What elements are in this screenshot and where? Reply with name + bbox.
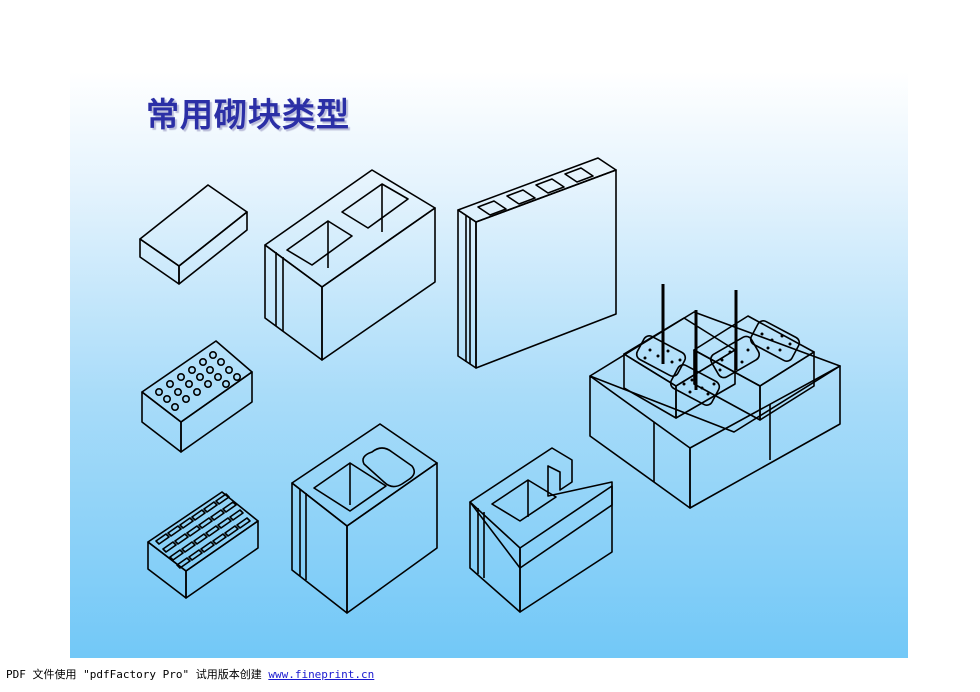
solid-brick-icon — [139, 184, 248, 285]
slide-title: 常用砌块类型 — [146, 95, 350, 134]
footer-text: PDF 文件使用 "pdfFactory Pro" 试用版本创建 — [6, 668, 262, 681]
multi-cell-partition-block-icon — [457, 157, 617, 369]
two-cell-hollow-block-icon — [264, 169, 436, 361]
pdf-watermark-footer: PDF 文件使用 "pdfFactory Pro" 试用版本创建 www.fin… — [6, 666, 374, 682]
fineprint-link[interactable]: www.fineprint.cn — [268, 668, 375, 681]
corner-hollow-block-icon — [291, 423, 438, 614]
reinforced-block-wall-icon — [589, 284, 841, 509]
round-hole-brick-icon — [141, 340, 253, 453]
slide-background — [70, 72, 908, 658]
slotted-hole-brick-icon — [147, 491, 259, 599]
u-shaped-block-icon — [469, 447, 613, 613]
